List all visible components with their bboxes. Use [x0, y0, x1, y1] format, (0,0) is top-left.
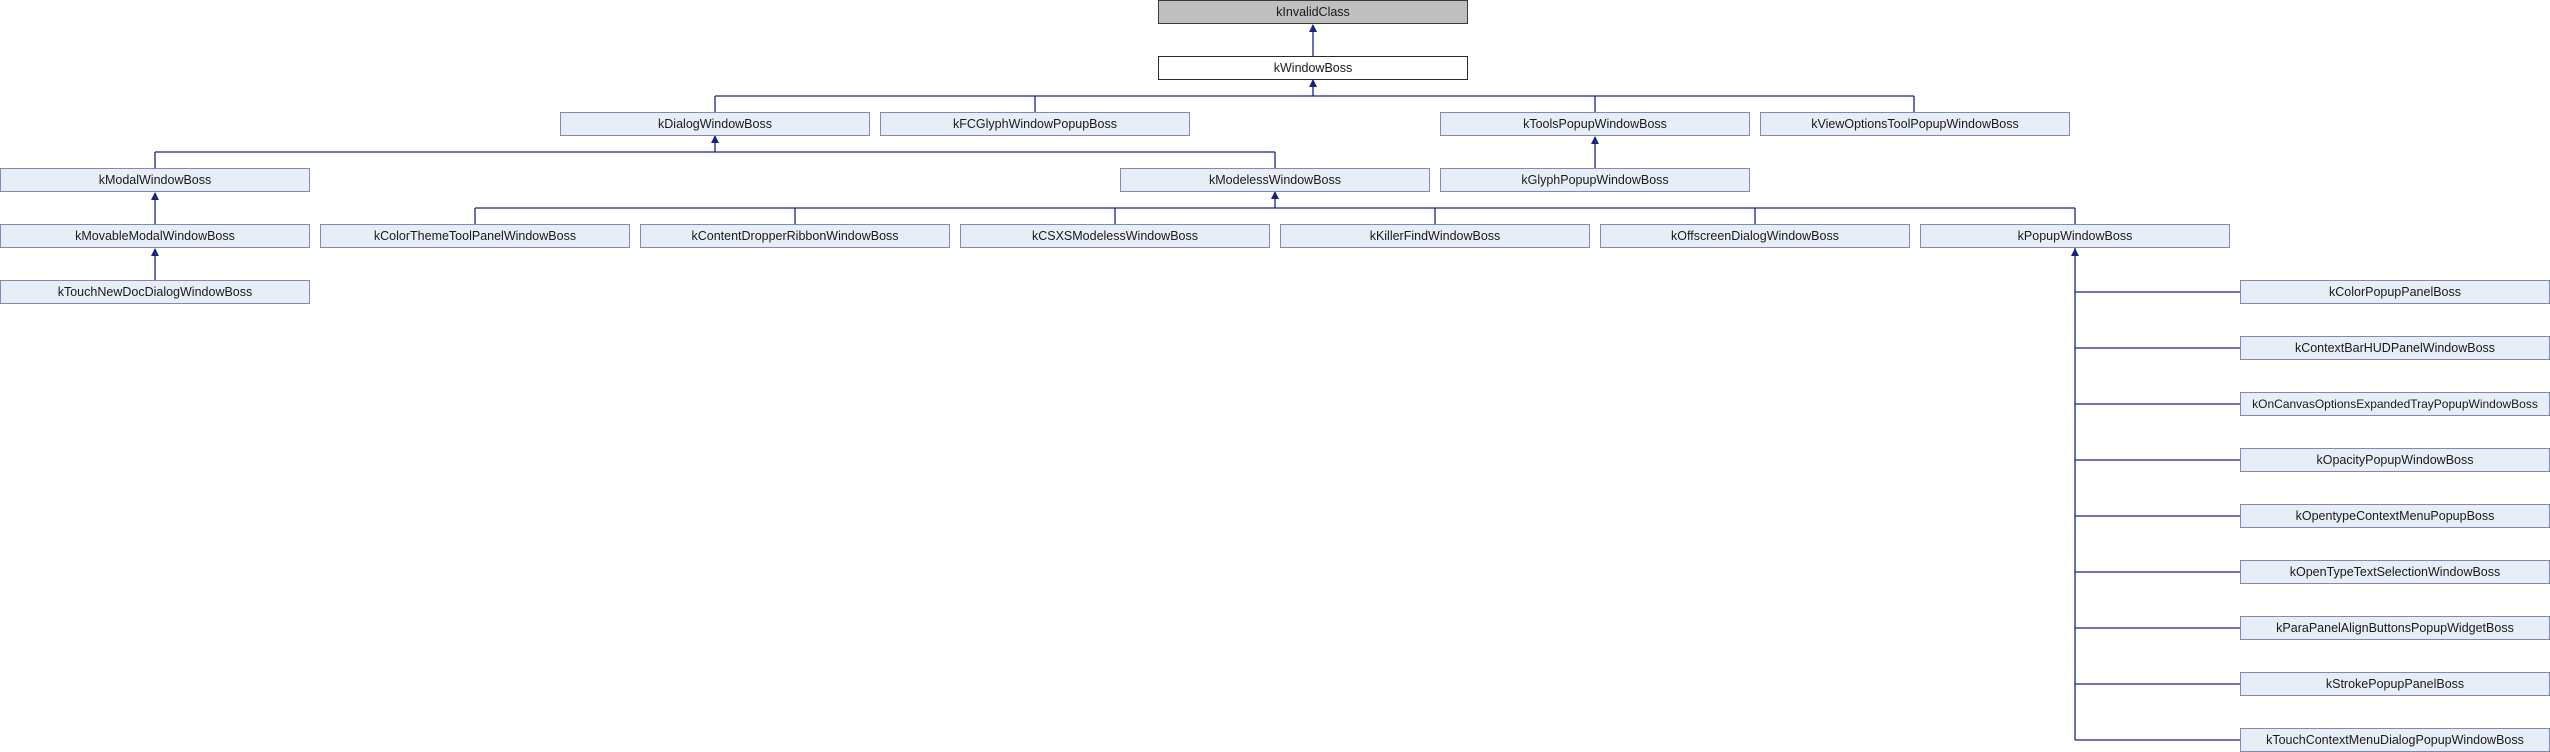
- class-node-kpopupwindowboss[interactable]: kPopupWindowBoss: [1920, 224, 2230, 248]
- class-node-kopacitypopupwindowboss[interactable]: kOpacityPopupWindowBoss: [2240, 448, 2550, 472]
- class-node-kfcglyphwindowpopupboss[interactable]: kFCGlyphWindowPopupBoss: [880, 112, 1190, 136]
- class-node-kwindowboss[interactable]: kWindowBoss: [1158, 56, 1468, 80]
- class-node-kopentypecontextmenupopupboss[interactable]: kOpentypeContextMenuPopupBoss: [2240, 504, 2550, 528]
- class-node-kparapanelalignbuttonspopupwidgetboss[interactable]: kParaPanelAlignButtonsPopupWidgetBoss: [2240, 616, 2550, 640]
- class-node-koncanvasoptionsexpandedtraypopupwindowboss[interactable]: kOnCanvasOptionsExpandedTrayPopupWindowB…: [2240, 392, 2550, 416]
- class-node-kopentypetextselectionwindowboss[interactable]: kOpenTypeTextSelectionWindowBoss: [2240, 560, 2550, 584]
- class-node-kviewoptionstoolpopupwindowboss[interactable]: kViewOptionsToolPopupWindowBoss: [1760, 112, 2070, 136]
- class-node-kcontentdropperribbonwindowboss[interactable]: kContentDropperRibbonWindowBoss: [640, 224, 950, 248]
- class-node-kcsxsmodelesswindowboss[interactable]: kCSXSModelessWindowBoss: [960, 224, 1270, 248]
- class-node-ktouchnewdocdialogwindowboss[interactable]: kTouchNewDocDialogWindowBoss: [0, 280, 310, 304]
- class-node-koffscreendialogwindowboss[interactable]: kOffscreenDialogWindowBoss: [1600, 224, 1910, 248]
- class-node-kmodalwindowboss[interactable]: kModalWindowBoss: [0, 168, 310, 192]
- class-node-ktouchcontextmenudialogpopupwindowboss[interactable]: kTouchContextMenuDialogPopupWindowBoss: [2240, 728, 2550, 752]
- class-node-kcolorthemetoolpanelwindowboss[interactable]: kColorThemeToolPanelWindowBoss: [320, 224, 630, 248]
- class-node-kmovablemodalwindowboss[interactable]: kMovableModalWindowBoss: [0, 224, 310, 248]
- class-node-ktoolspopupwindowboss[interactable]: kToolsPopupWindowBoss: [1440, 112, 1750, 136]
- class-node-kstrokepopuppanelboss[interactable]: kStrokePopupPanelBoss: [2240, 672, 2550, 696]
- class-node-kglyphpopupwindowboss[interactable]: kGlyphPopupWindowBoss: [1440, 168, 1750, 192]
- class-node-kdialogwindowboss[interactable]: kDialogWindowBoss: [560, 112, 870, 136]
- class-node-kcolorpopuppanelboss[interactable]: kColorPopupPanelBoss: [2240, 280, 2550, 304]
- class-node-kinvalidclass[interactable]: kInvalidClass: [1158, 0, 1468, 24]
- class-node-kcontextbarhudpanelwindowboss[interactable]: kContextBarHUDPanelWindowBoss: [2240, 336, 2550, 360]
- class-node-kkillerfindwindowboss[interactable]: kKillerFindWindowBoss: [1280, 224, 1590, 248]
- class-node-kmodelesswindowboss[interactable]: kModelessWindowBoss: [1120, 168, 1430, 192]
